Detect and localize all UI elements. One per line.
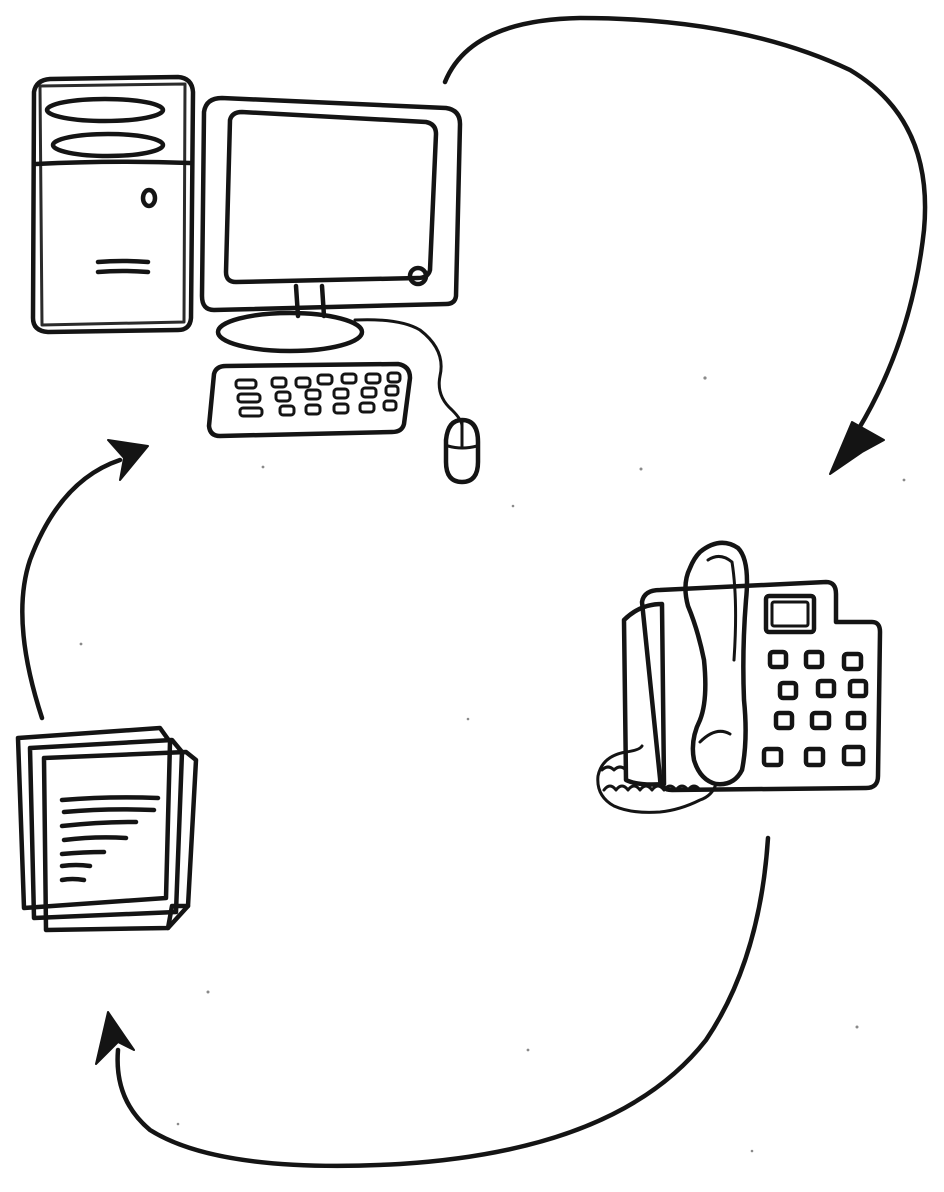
- desktop-computer-icon: [33, 77, 478, 482]
- computer-monitor: [202, 98, 460, 351]
- computer-keyboard: [209, 364, 410, 436]
- arrow-telephone-to-documents: [96, 838, 768, 1166]
- arrow-computer-to-telephone: [445, 18, 925, 474]
- computer-mouse: [355, 320, 478, 482]
- computer-tower: [33, 77, 193, 332]
- arrow-documents-to-computer: [22, 440, 148, 718]
- desk-telephone-icon: [598, 543, 880, 813]
- paper-documents-icon: [18, 728, 196, 930]
